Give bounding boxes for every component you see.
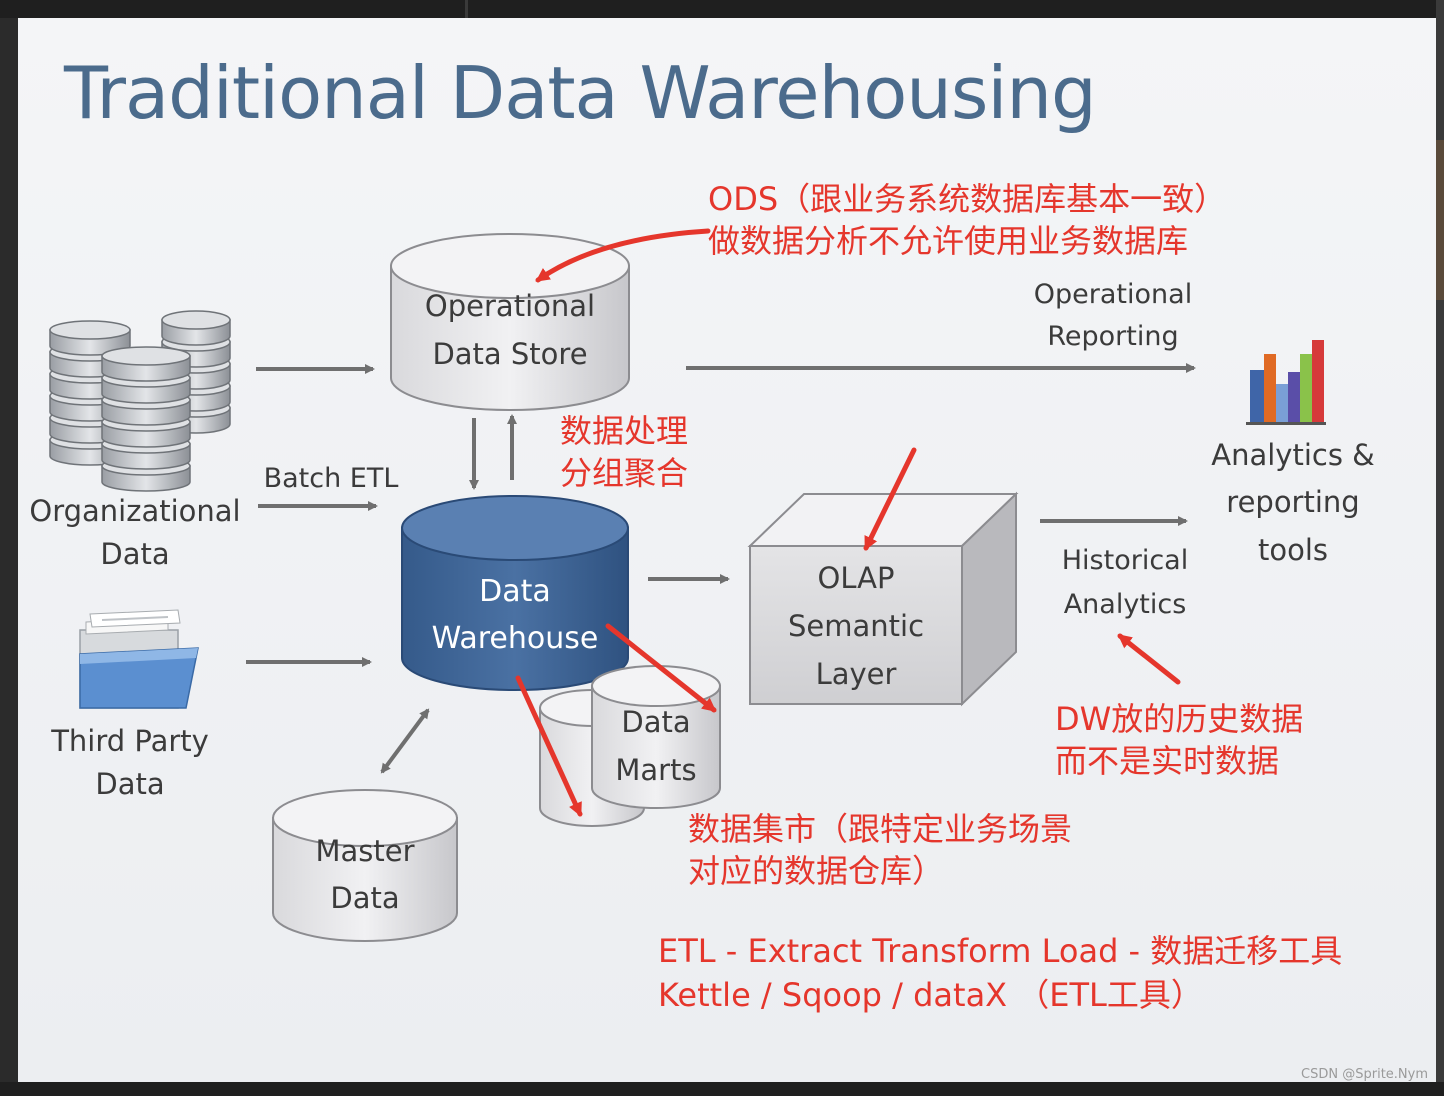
batch-etl-label: Batch ETL (264, 463, 399, 494)
marts-label-2: Marts (615, 753, 696, 787)
data-warehouse-cylinder (401, 495, 629, 691)
operational-data-store-cylinder (390, 233, 630, 411)
folder-icon (79, 609, 199, 709)
diagram-canvas: Traditional Data Warehousing Organizatio… (29, 51, 1428, 1082)
historical-analytics-label-2: Analytics (1064, 589, 1187, 620)
olap-label-3: Layer (816, 657, 897, 691)
processing-note-line-1: 数据处理 (560, 412, 688, 450)
etl-note-line-2: Kettle / Sqoop / dataX （ETL工具） (658, 976, 1203, 1014)
data-marts-cylinders (539, 665, 721, 827)
org-data-label-1: Organizational (29, 494, 240, 528)
slide-title: Traditional Data Warehousing (63, 51, 1096, 135)
dw-label-2: Warehouse (432, 621, 599, 656)
processing-note-line-2: 分组聚合 (560, 454, 688, 492)
ods-note-line-2: 做数据分析不允许使用业务数据库 (708, 222, 1188, 260)
tools-label-2: reporting (1226, 485, 1359, 519)
ods-label-1: Operational (425, 289, 595, 323)
master-label-2: Data (330, 881, 399, 915)
organizational-data-icon (49, 310, 231, 492)
master-label-1: Master (315, 834, 414, 868)
olap-label-2: Semantic (788, 609, 924, 643)
third-party-label-1: Third Party (50, 724, 209, 758)
operational-reporting-label-1: Operational (1034, 279, 1192, 310)
slide: Traditional Data Warehousing Organizatio… (18, 18, 1436, 1082)
ods-note-line-1: ODS（跟业务系统数据库基本一致） (708, 180, 1226, 218)
master-data-cylinder (272, 789, 458, 942)
dw-history-note-line-1: DW放的历史数据 (1055, 700, 1303, 738)
watermark: CSDN @Sprite.Nym (1301, 1067, 1428, 1082)
third-party-label-2: Data (95, 767, 164, 801)
historical-analytics-label-1: Historical (1062, 545, 1188, 576)
marts-label-1: Data (621, 705, 690, 739)
flow-arrows (246, 363, 1196, 774)
org-data-label-2: Data (100, 537, 169, 571)
marts-note-line-2: 对应的数据仓库） (688, 852, 944, 890)
marts-note-line-1: 数据集市（跟特定业务场景 (688, 810, 1072, 848)
olap-label-1: OLAP (818, 561, 895, 595)
tools-label-3: tools (1258, 533, 1328, 567)
annotation-arrows (515, 228, 1181, 817)
bar-chart-icon (1246, 340, 1326, 425)
ods-label-2: Data Store (432, 337, 587, 371)
olap-cube (747, 491, 1019, 707)
dw-label-1: Data (479, 574, 551, 609)
tools-label-1: Analytics & (1211, 438, 1375, 472)
operational-reporting-label-2: Reporting (1047, 321, 1178, 352)
etl-note-line-1: ETL - Extract Transform Load - 数据迁移工具 (658, 932, 1342, 970)
dw-history-note-line-2: 而不是实时数据 (1055, 742, 1279, 780)
